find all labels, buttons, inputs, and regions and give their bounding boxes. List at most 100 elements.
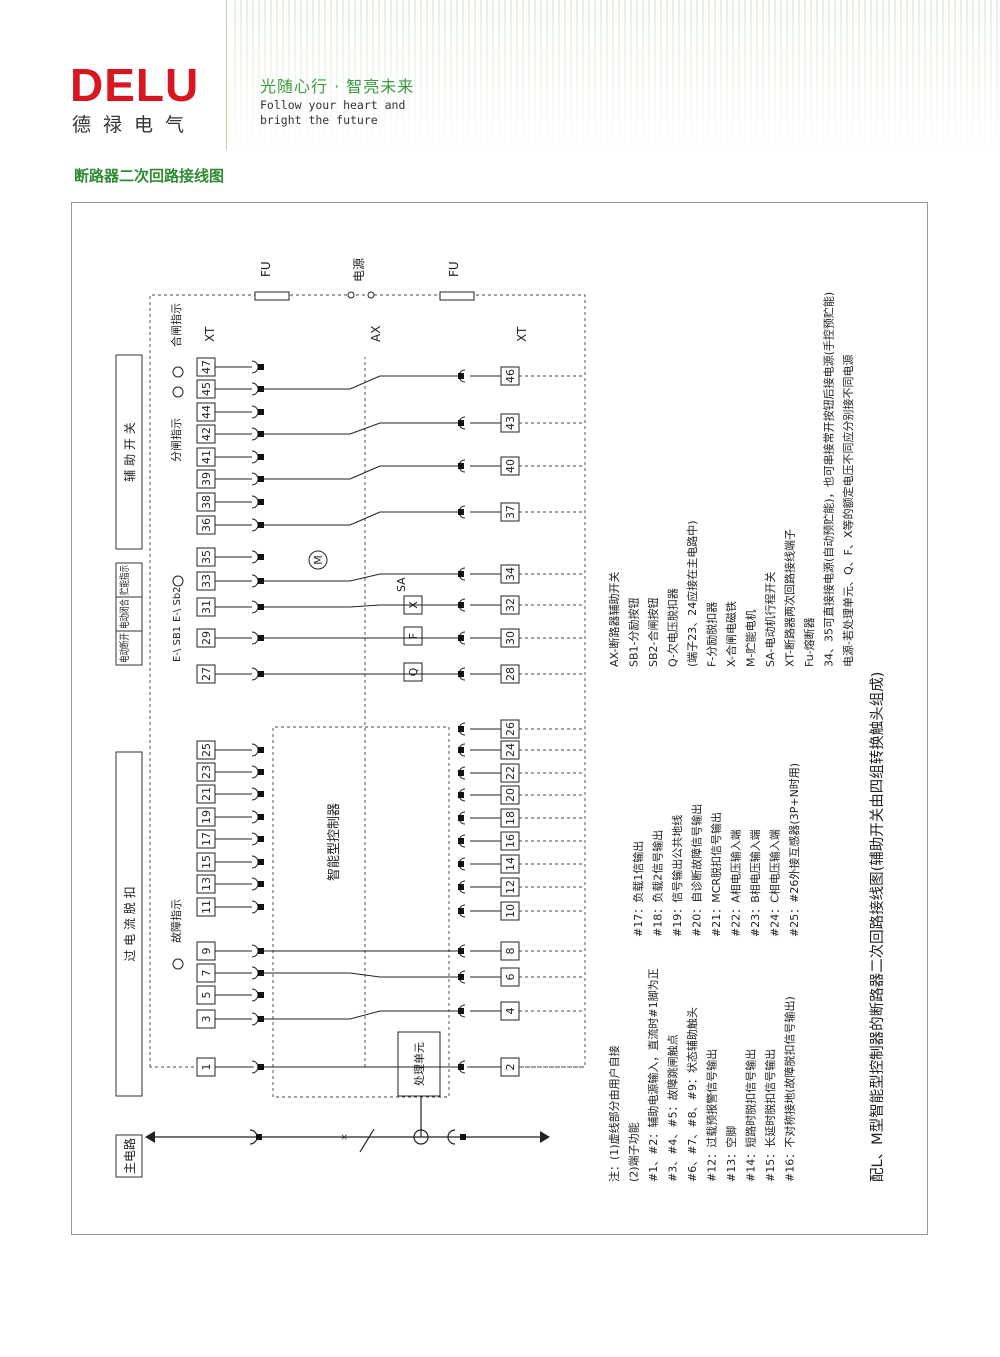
xt-left-label: XT — [203, 326, 217, 342]
slogan-en-line-1: Follow your heart and — [260, 98, 406, 112]
slogan-en-line-2: bright the future — [260, 113, 378, 127]
fu-right-label: FU — [447, 261, 461, 277]
open-indicator-label: 分闸指示 — [169, 418, 183, 462]
left-terminal-label: 3 — [200, 1016, 213, 1023]
diagram-rotated-content: 主电路 过 电 流 脱 扣 电动断开 电动闭合 贮能指示 辅 助 开 关 × 智… — [115, 258, 886, 1182]
right-terminal-label: 4 — [504, 1008, 517, 1015]
legend-line: SB1-分励按钮 — [627, 598, 641, 668]
left-terminal-label: 31 — [200, 600, 213, 614]
left-contact — [258, 635, 264, 641]
left-connector — [251, 810, 259, 824]
right-contact — [458, 792, 464, 798]
left-contact — [258, 409, 264, 415]
left-connector — [251, 405, 259, 419]
left-contact — [258, 364, 264, 370]
left-connector — [251, 743, 259, 757]
group-main-circuit: 主电路 — [122, 1138, 137, 1174]
left-terminal-label: 19 — [200, 810, 213, 824]
note-line: (2)端子功能 — [627, 1122, 641, 1182]
legend-line: Q-欠电压脱扣器 — [666, 588, 680, 667]
header-divider — [226, 0, 227, 150]
right-contact — [458, 1008, 464, 1014]
header-stripes — [0, 0, 1000, 150]
left-terminal-label: 47 — [200, 360, 213, 374]
left-connector — [251, 1012, 259, 1026]
left-terminal-label: 23 — [200, 765, 213, 779]
left-terminal-label: 7 — [200, 970, 213, 977]
note-line: #12：过载预报警信号输出 — [705, 1049, 719, 1182]
left-contact — [258, 386, 264, 392]
power-label: 电源 — [352, 258, 366, 282]
left-terminal-label: 42 — [200, 427, 213, 441]
right-contact — [458, 509, 464, 515]
note-line: #16：不对称接地(故障脱扣信号输出) — [783, 996, 797, 1182]
left-terminal-label: 5 — [200, 992, 213, 999]
left-terminal-label: 45 — [200, 382, 213, 396]
left-contact — [258, 454, 264, 460]
svg-text:×: × — [340, 1133, 350, 1141]
left-terminal-label: 33 — [200, 574, 213, 588]
note-line: #6、#7、#8、#9：状态辅助触头 — [685, 1007, 699, 1182]
legend-line: 电源-若处理单元、Q、F、X等的额定电压不同应分别接不同电源 — [841, 355, 855, 668]
right-terminal-label: 14 — [504, 857, 517, 871]
right-terminal-label: 43 — [504, 416, 517, 430]
left-terminal-label: 41 — [200, 450, 213, 464]
note-line: #17：负载1信输出 — [631, 841, 645, 937]
note-line: 注：(1)虚线部分由用户自接 — [607, 1045, 621, 1182]
right-terminal-label: 46 — [504, 369, 517, 383]
slogan-en: Follow your heart and bright the future — [260, 98, 405, 128]
right-contact — [458, 884, 464, 890]
left-contact — [258, 881, 264, 887]
section-title: 断路器二次回路接线图 — [74, 167, 225, 185]
left-connector — [251, 944, 259, 958]
left-connector — [251, 988, 259, 1002]
brand-logo: DELU — [70, 59, 200, 111]
left-connector — [251, 427, 259, 441]
left-contact — [258, 522, 264, 528]
group-electric-open: 电动断开 — [118, 633, 131, 663]
left-connector — [251, 360, 259, 374]
diagram-caption: 配L、M型智能型控制器的断路器二次回路接线图(辅助开关由四组转换触头组成) — [869, 672, 886, 1182]
right-terminal-label: 8 — [504, 948, 517, 955]
right-contact — [458, 463, 464, 469]
right-terminal-label: 26 — [504, 722, 517, 736]
right-terminal-label: 2 — [504, 1064, 517, 1071]
legend-line: SB2-合闸按钮 — [646, 598, 660, 668]
right-terminal-label: 20 — [504, 788, 517, 802]
left-contact — [258, 859, 264, 865]
right-terminal-label: 18 — [504, 811, 517, 825]
note-line: #1、#2：辅助电源输入，直流时#1脚为正 — [646, 968, 660, 1182]
left-contact — [258, 791, 264, 797]
legend-line: M-贮能电机 — [744, 610, 758, 667]
right-contact — [458, 635, 464, 641]
right-contact — [458, 747, 464, 753]
left-terminal-label: 27 — [200, 667, 213, 681]
header-background — [0, 0, 1000, 150]
group-electric-close: 电动闭合 — [118, 599, 131, 629]
left-connector — [251, 450, 259, 464]
note-line: #21：MCR脱扣信号输出 — [709, 812, 723, 937]
coil-f: F — [407, 633, 420, 639]
note-line: #24：C相电压输入端 — [768, 829, 782, 937]
right-contact — [458, 1064, 464, 1070]
left-connector — [251, 600, 259, 614]
main-contact-left — [256, 1134, 262, 1140]
e-sb2-label: E-\ Sb2 — [172, 586, 183, 622]
left-contact — [258, 970, 264, 976]
left-terminal-label: 25 — [200, 743, 213, 757]
right-contact — [458, 420, 464, 426]
left-contact — [258, 992, 264, 998]
left-terminal-label: 29 — [200, 631, 213, 645]
left-connector — [251, 900, 259, 914]
right-contact — [458, 838, 464, 844]
right-terminal-label: 24 — [504, 743, 517, 757]
right-contact — [458, 908, 464, 914]
diagram-frame — [71, 202, 928, 1235]
right-contact — [458, 602, 464, 608]
left-connector — [251, 518, 259, 532]
left-contact — [258, 554, 264, 560]
left-terminal-label: 21 — [200, 787, 213, 801]
left-terminal-label: 36 — [200, 518, 213, 532]
